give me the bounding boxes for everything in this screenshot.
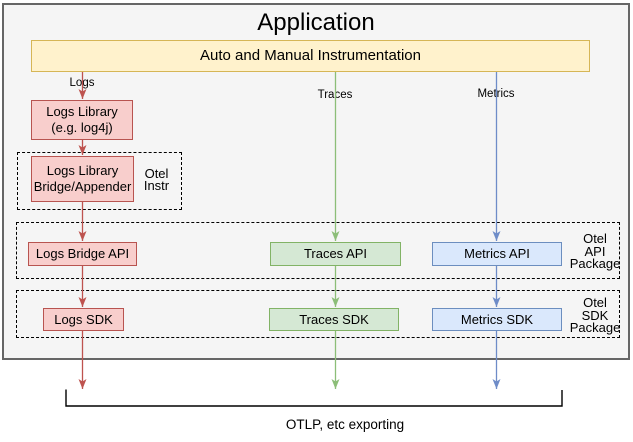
instrumentation-box: Auto and Manual Instrumentation [31,40,590,72]
otel-sdk-package-group-label: Otel SDK Package [569,295,621,336]
logs-flow-label: Logs [69,77,95,89]
otel-instr-group-box [17,152,182,210]
logs-bridge-appender-line2: Bridge/Appender [33,179,132,194]
otel-api-package-group-box [16,222,620,279]
logs-bridge-appender-line1: Logs Library [46,163,119,178]
application-title: Application [257,9,375,36]
otel-api-package-group-label: Otel API Package [569,231,621,272]
logs-library-line2: (e.g. log4j) [51,120,113,135]
otel-instr-group-label: Otel Instr [143,165,170,193]
logs-library-line1: Logs Library [46,104,118,119]
metrics-sdk-box: Metrics SDK [432,308,562,331]
logs-library-box: Logs Library (e.g. log4j) [31,100,133,140]
traces-sdk-box: Traces SDK [269,308,399,331]
otel-sdk-package-group-box [16,290,620,338]
traces-flow-label: Traces [317,89,353,101]
exporting-label: OTLP, etc exporting [285,417,405,432]
instrumentation-label: Auto and Manual Instrumentation [200,47,421,64]
logs-bridge-appender-box: Logs Library Bridge/Appender [31,156,134,202]
traces-api-box: Traces API [270,242,401,266]
metrics-api-box: Metrics API [432,242,562,266]
metrics-flow-label: Metrics [477,88,515,100]
logs-sdk-box: Logs SDK [43,308,124,331]
exporting-bracket [65,389,563,407]
logs-bridge-api-box: Logs Bridge API [28,242,137,266]
